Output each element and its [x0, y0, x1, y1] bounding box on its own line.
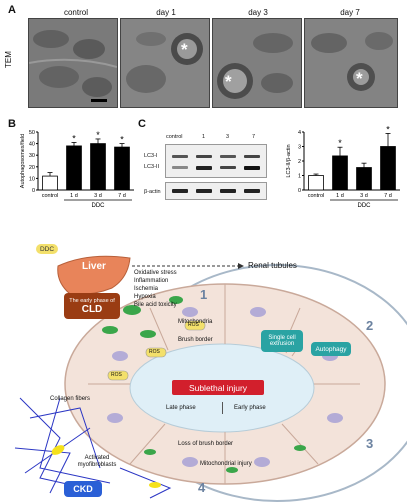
y-tick-label: 4: [298, 130, 301, 136]
tem-image-day7: *: [304, 18, 398, 108]
ckd-box: CKD: [64, 481, 102, 497]
blot-lane-7: 7: [252, 134, 256, 140]
blot-lc3: [165, 144, 267, 178]
step-4: 4: [198, 480, 206, 495]
band-label-lc3ii: LC3-II: [144, 164, 159, 170]
significance-marker: *: [386, 124, 390, 134]
bar: [308, 175, 324, 191]
cause-hypoxia: Hypoxia: [134, 294, 156, 300]
collagen-fibers-label: Collagen fibers: [50, 396, 91, 402]
y-tick-label: 30: [29, 153, 35, 159]
tem-col-day3-label: day 3: [248, 8, 268, 17]
tem-image-control: [28, 18, 118, 108]
renal-tubules-label: Renal tubules: [248, 261, 297, 270]
tem-row-label: TEM: [4, 51, 13, 68]
autophagosome-marker-day7: *: [356, 69, 363, 88]
y-tick-label: 3: [298, 145, 301, 151]
bar: [90, 143, 106, 191]
autophagy-box: Autophagy: [311, 342, 351, 356]
brush-border-label: Brush border: [178, 337, 213, 343]
category-label: 3 d: [360, 193, 368, 199]
blot-lane-1: 1: [202, 134, 206, 140]
category-label: 1 d: [336, 193, 344, 199]
cld-box: The early phase of CLD: [64, 293, 120, 319]
bar: [42, 175, 58, 191]
autophagosome-marker-day3: *: [225, 72, 232, 91]
bar: [66, 145, 82, 191]
cause-inflammation: Inflammation: [134, 278, 169, 284]
step-1: 1: [200, 287, 208, 302]
ros-label-2: ROS: [111, 372, 122, 378]
category-label: 7 d: [384, 193, 392, 199]
y-tick-label: 1: [298, 174, 301, 180]
y-axis-label: LC3-II/β-actin: [286, 144, 292, 177]
activated-myofibroblasts-label: Activated myofibroblasts: [77, 455, 117, 468]
liver-shape: [57, 255, 131, 295]
ddc-tag: DDC: [36, 244, 58, 254]
category-label: control: [42, 193, 59, 199]
bar: [380, 146, 396, 191]
ros-label-3: ROS: [188, 322, 199, 328]
single-cell-extrusion-box: Single cell extrusion: [261, 330, 303, 352]
tem-col-day1-label: day 1: [156, 8, 176, 17]
late-phase-label: Late phase: [166, 405, 196, 411]
cause-bile-acid-toxicity: Bile acid toxicity: [134, 302, 177, 308]
panel-a-letter: A: [8, 4, 16, 16]
liver-label: Liver: [82, 261, 106, 272]
category-label: 1 d: [70, 193, 78, 199]
mechanism-diagram: [14, 255, 407, 502]
y-tick-label: 40: [29, 142, 35, 148]
ros-label-1: ROS: [149, 349, 160, 355]
cld-title: CLD: [81, 303, 103, 315]
autophagosome-marker-day1: *: [181, 40, 188, 59]
significance-marker: *: [96, 130, 100, 140]
bar: [114, 146, 130, 191]
tem-col-control-label: control: [63, 8, 88, 17]
blot-lane-control: control: [166, 134, 183, 140]
panel-c-letter: C: [138, 118, 146, 130]
cycle-arrow: [184, 264, 407, 502]
mitochondria-label: Mitochondria: [178, 319, 213, 325]
group-label: DDC: [92, 203, 106, 209]
sublethal-injury-box: Sublethal injury: [172, 380, 264, 395]
cld-caption: The early phase of: [69, 297, 115, 304]
category-label: control: [308, 193, 325, 199]
cause-ischemia: Ischemia: [134, 286, 159, 292]
significance-marker: *: [338, 138, 342, 148]
bar: [356, 167, 372, 191]
panel-b-letter: B: [8, 118, 16, 130]
cause-oxidative-stress: Oxidative stress: [134, 270, 177, 276]
step-2: 2: [366, 318, 374, 333]
injury-causes-list: Oxidative stress Inflammation Ischemia H…: [134, 269, 177, 309]
y-tick-label: 2: [298, 159, 301, 165]
tem-image-day1: *: [120, 18, 210, 108]
y-tick-label: 0: [298, 188, 301, 194]
blot-lane-3: 3: [226, 134, 230, 140]
significance-marker: *: [120, 135, 124, 145]
significance-marker: *: [72, 133, 76, 143]
step-3: 3: [366, 436, 374, 451]
category-label: 7 d: [118, 193, 126, 199]
tem-col-day7-label: day 7: [340, 8, 360, 17]
tem-image-day3: *: [212, 18, 302, 108]
loss-brush-border-label: Loss of brush border: [178, 441, 234, 447]
y-tick-label: 10: [29, 176, 35, 182]
bar: [332, 155, 348, 191]
group-label: DDC: [358, 203, 372, 209]
y-axis-label: Autophagosomes/field: [20, 134, 26, 188]
early-phase-label: Early phase: [234, 405, 266, 411]
phase-divider: [222, 402, 223, 414]
band-label-lc3i: LC3-I: [144, 153, 158, 159]
blot-bactin: [165, 182, 267, 200]
y-tick-label: 50: [29, 130, 35, 136]
mitochondrial-injury-label: Mitochondrial injury: [200, 461, 252, 467]
y-tick-label: 0: [32, 188, 35, 194]
category-label: 3 d: [94, 193, 102, 199]
y-tick-label: 20: [29, 165, 35, 171]
band-label-bactin: β-actin: [144, 189, 161, 195]
